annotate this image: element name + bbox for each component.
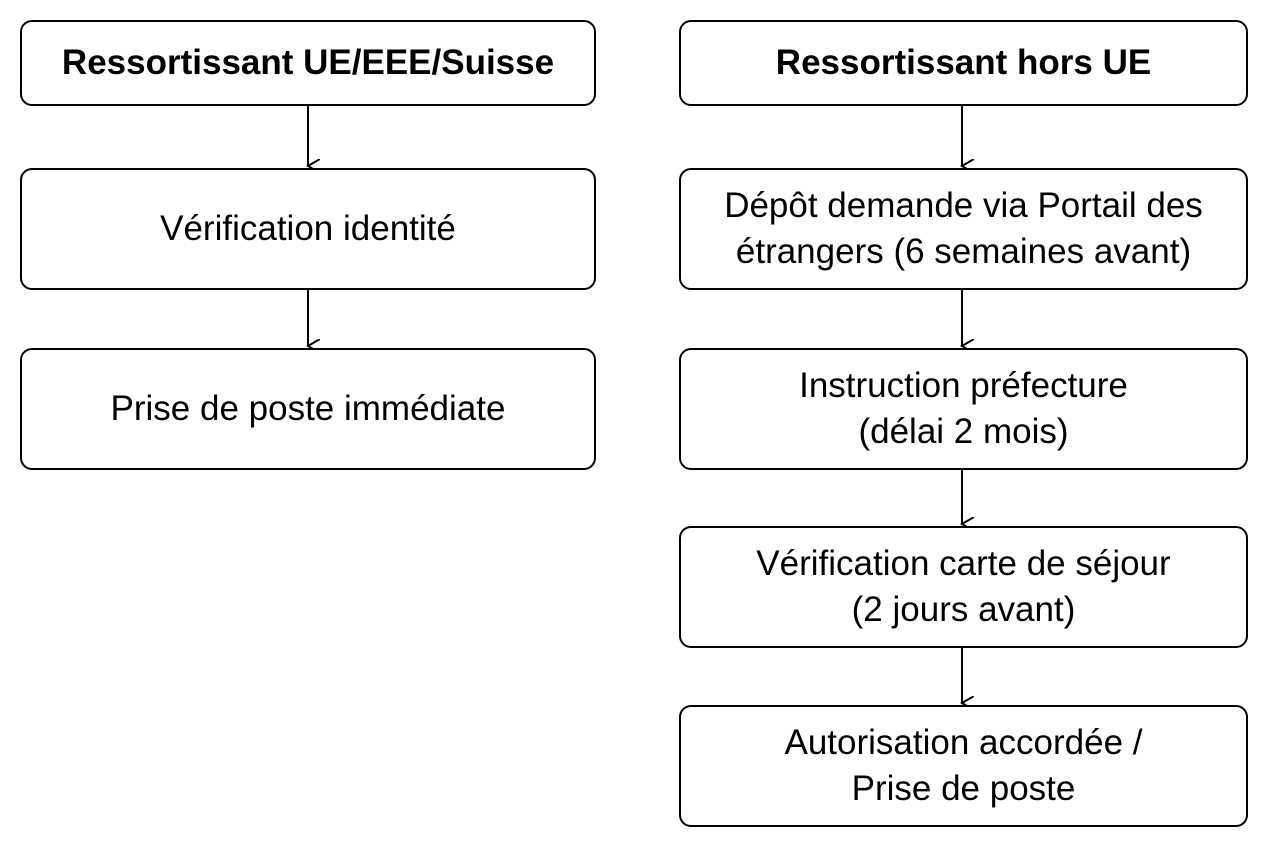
left-step-immediate-start: Prise de poste immédiate [20, 348, 596, 470]
step-label-line-1: Autorisation accordée / [784, 723, 1143, 762]
step-label: Prise de poste immédiate [110, 389, 506, 428]
right-step-prefecture-review: Instruction préfecture (délai 2 mois) [679, 348, 1248, 470]
left-header-label: Ressortissant UE/EEE/Suisse [61, 43, 555, 82]
step-label-line-1: Vérification carte de séjour [756, 544, 1171, 583]
left-header-box: Ressortissant UE/EEE/Suisse [20, 20, 596, 106]
step-label-line-2: (délai 2 mois) [858, 412, 1069, 451]
step-label-line-1: Dépôt demande via Portail des [724, 186, 1203, 225]
right-header-label: Ressortissant hors UE [775, 43, 1152, 82]
step-label-line-1: Instruction préfecture [799, 366, 1128, 405]
left-step-identity-check: Vérification identité [20, 168, 596, 290]
step-label: Vérification identité [160, 209, 456, 248]
right-step-application: Dépôt demande via Portail des étrangers … [679, 168, 1248, 290]
step-label-line-2: Prise de poste [851, 769, 1076, 808]
step-label-line-2: (2 jours avant) [851, 590, 1076, 629]
right-step-residence-card-check: Vérification carte de séjour (2 jours av… [679, 526, 1248, 648]
right-header-box: Ressortissant hors UE [679, 20, 1248, 106]
step-label-line-2: étrangers (6 semaines avant) [735, 232, 1192, 271]
right-step-authorization-granted: Autorisation accordée / Prise de poste [679, 705, 1248, 827]
